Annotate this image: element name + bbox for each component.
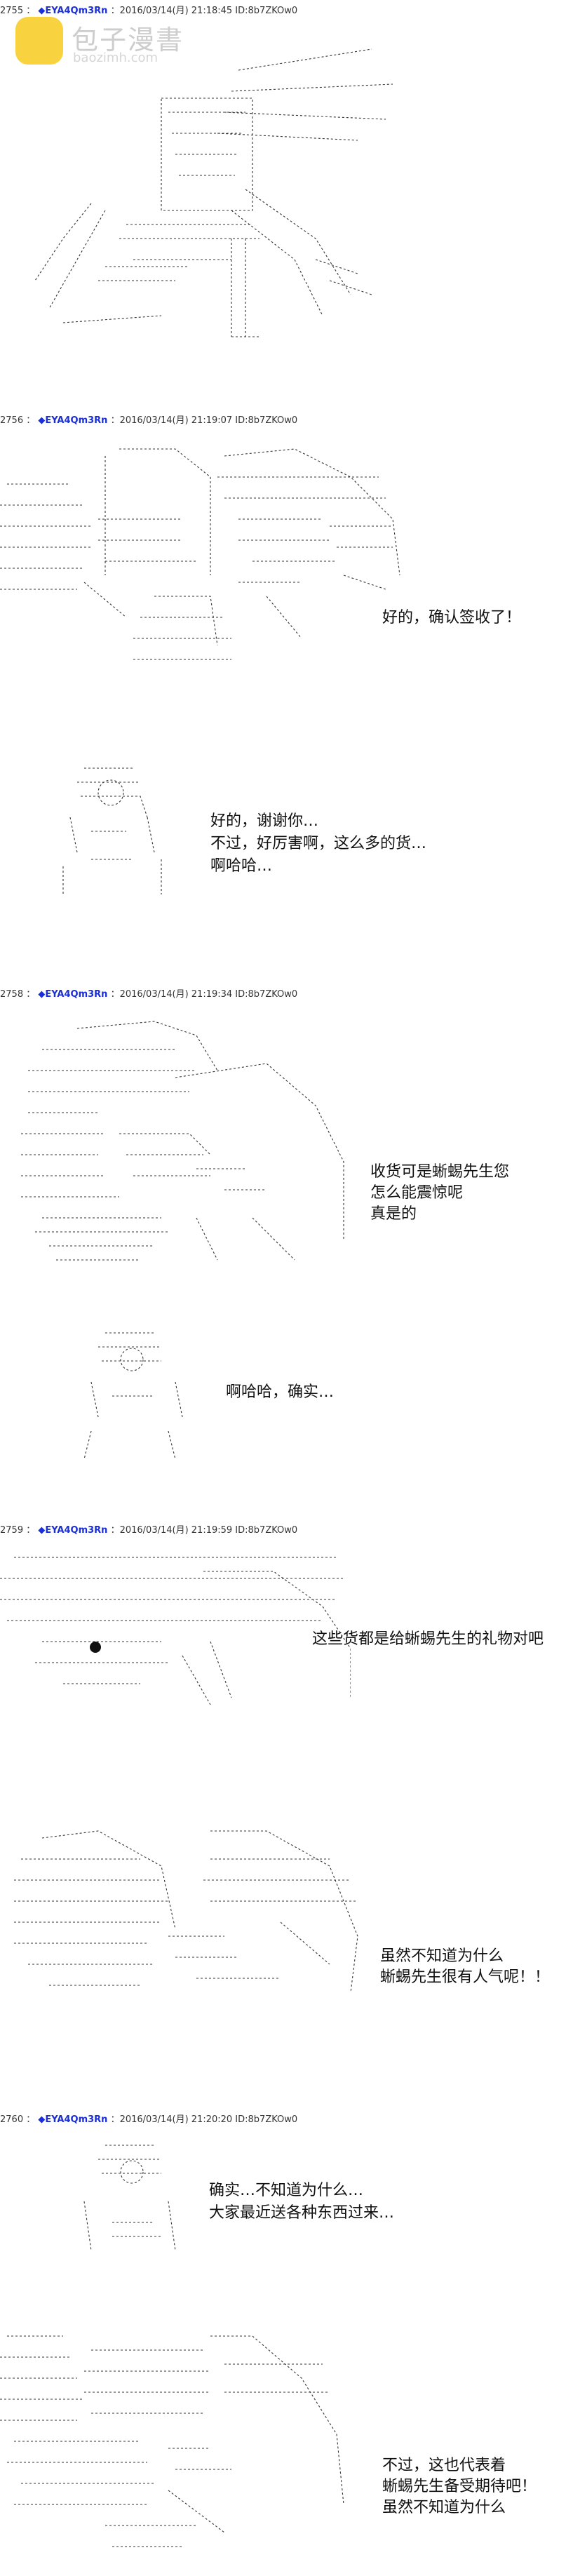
- post-2758: 2758 ： ◆EYA4Qm3Rn ：2016/03/14(月) 21:19:3…: [0, 982, 573, 1522]
- poster-name[interactable]: ◆EYA4Qm3Rn: [38, 989, 108, 1000]
- post-2759: 2759 ： ◆EYA4Qm3Rn ：2016/03/14(月) 21:19:5…: [0, 1522, 573, 2098]
- dialogue-line: 确实…不知道为什么…: [209, 2182, 364, 2199]
- post-meta: ：2016/03/14(月) 21:19:59 ID:8b7ZKOw0: [110, 1525, 298, 1536]
- post-header: 2760 ： ◆EYA4Qm3Rn ：2016/03/14(月) 21:20:2…: [0, 2114, 298, 2125]
- dialogue-line: 不过，这也代表着: [382, 2457, 506, 2474]
- dialogue-line: 好的，谢谢你…: [210, 812, 319, 830]
- poster-name[interactable]: ◆EYA4Qm3Rn: [38, 1525, 108, 1536]
- dark-circle-icon: [90, 1642, 101, 1653]
- dialogue-line: 蜥蜴先生备受期待吧！: [382, 2478, 537, 2495]
- post-number: 2759: [0, 1525, 24, 1536]
- post-header: 2759 ： ◆EYA4Qm3Rn ：2016/03/14(月) 21:19:5…: [0, 1525, 298, 1536]
- dialogue-line: 虽然不知道为什么: [380, 1947, 504, 1965]
- post-number: 2755: [0, 6, 24, 16]
- ascii-art-scene: [14, 1007, 351, 1274]
- watermark-logo: 包子漫書 baozimh.com: [15, 14, 198, 70]
- dialogue-line: 这些货都是给蜥蜴先生的礼物对吧: [312, 1630, 544, 1648]
- poster-name[interactable]: ◆EYA4Qm3Rn: [38, 415, 108, 426]
- dialogue-line: 啊哈哈，确实…: [226, 1383, 335, 1401]
- post-2756: 2756 ： ◆EYA4Qm3Rn ：2016/03/14(月) 21:19:0…: [0, 407, 573, 982]
- post-number: 2756: [0, 415, 24, 426]
- post-meta: ：2016/03/14(月) 21:19:07 ID:8b7ZKOw0: [110, 415, 298, 426]
- dialogue-line: 好的，确认签收了！: [382, 609, 522, 626]
- dialogue-line: 虽然不知道为什么: [382, 2499, 506, 2516]
- watermark-title: 包子漫書: [72, 25, 184, 55]
- ascii-art-small-character: [49, 761, 182, 901]
- ascii-art-small-character: [70, 2138, 196, 2272]
- poster-name[interactable]: ◆EYA4Qm3Rn: [38, 6, 108, 16]
- dialogue-line: 大家最近送各种东西过来…: [209, 2204, 395, 2222]
- dialogue-line: 啊哈哈…: [210, 857, 273, 875]
- bun-logo-icon: [15, 17, 63, 65]
- post-meta: ：2016/03/14(月) 21:20:20 ID:8b7ZKOw0: [110, 2114, 298, 2125]
- post-header: 2758 ： ◆EYA4Qm3Rn ：2016/03/14(月) 21:19:3…: [0, 989, 298, 1000]
- ascii-art-characters: [0, 1824, 365, 2006]
- post-meta: ：2016/03/14(月) 21:18:45 ID:8b7ZKOw0: [110, 6, 298, 16]
- post-number: 2760: [0, 2114, 24, 2125]
- dialogue-line: 收货可是蜥蜴先生您: [370, 1163, 510, 1181]
- poster-name[interactable]: ◆EYA4Qm3Rn: [38, 2114, 108, 2125]
- ascii-art-scene: [0, 1543, 351, 1712]
- post-header: 2756 ： ◆EYA4Qm3Rn ：2016/03/14(月) 21:19:0…: [0, 415, 298, 426]
- dialogue-line: 真是的: [370, 1205, 417, 1223]
- ascii-art-characters: [0, 435, 407, 687]
- ascii-art-characters: [0, 2322, 365, 2561]
- post-number: 2758: [0, 989, 24, 1000]
- post-header: 2755 ： ◆EYA4Qm3Rn ：2016/03/14(月) 21:18:4…: [0, 6, 298, 16]
- post-meta: ：2016/03/14(月) 21:19:34 ID:8b7ZKOw0: [110, 989, 298, 1000]
- dialogue-line: 怎么能震惊呢: [370, 1184, 464, 1202]
- dialogue-line: 蜥蜴先生很有人气呢！！: [380, 1968, 551, 1986]
- post-2760: 2760 ： ◆EYA4Qm3Rn ：2016/03/14(月) 21:20:2…: [0, 2098, 573, 2576]
- watermark-url: baozimh.com: [73, 51, 159, 65]
- post-2755: 2755 ： ◆EYA4Qm3Rn ：2016/03/14(月) 21:18:4…: [0, 0, 573, 407]
- ascii-art-small-character: [70, 1326, 203, 1459]
- ascii-art-scene: [21, 28, 414, 365]
- dialogue-line: 不过，好厉害啊，这么多的货…: [210, 835, 427, 852]
